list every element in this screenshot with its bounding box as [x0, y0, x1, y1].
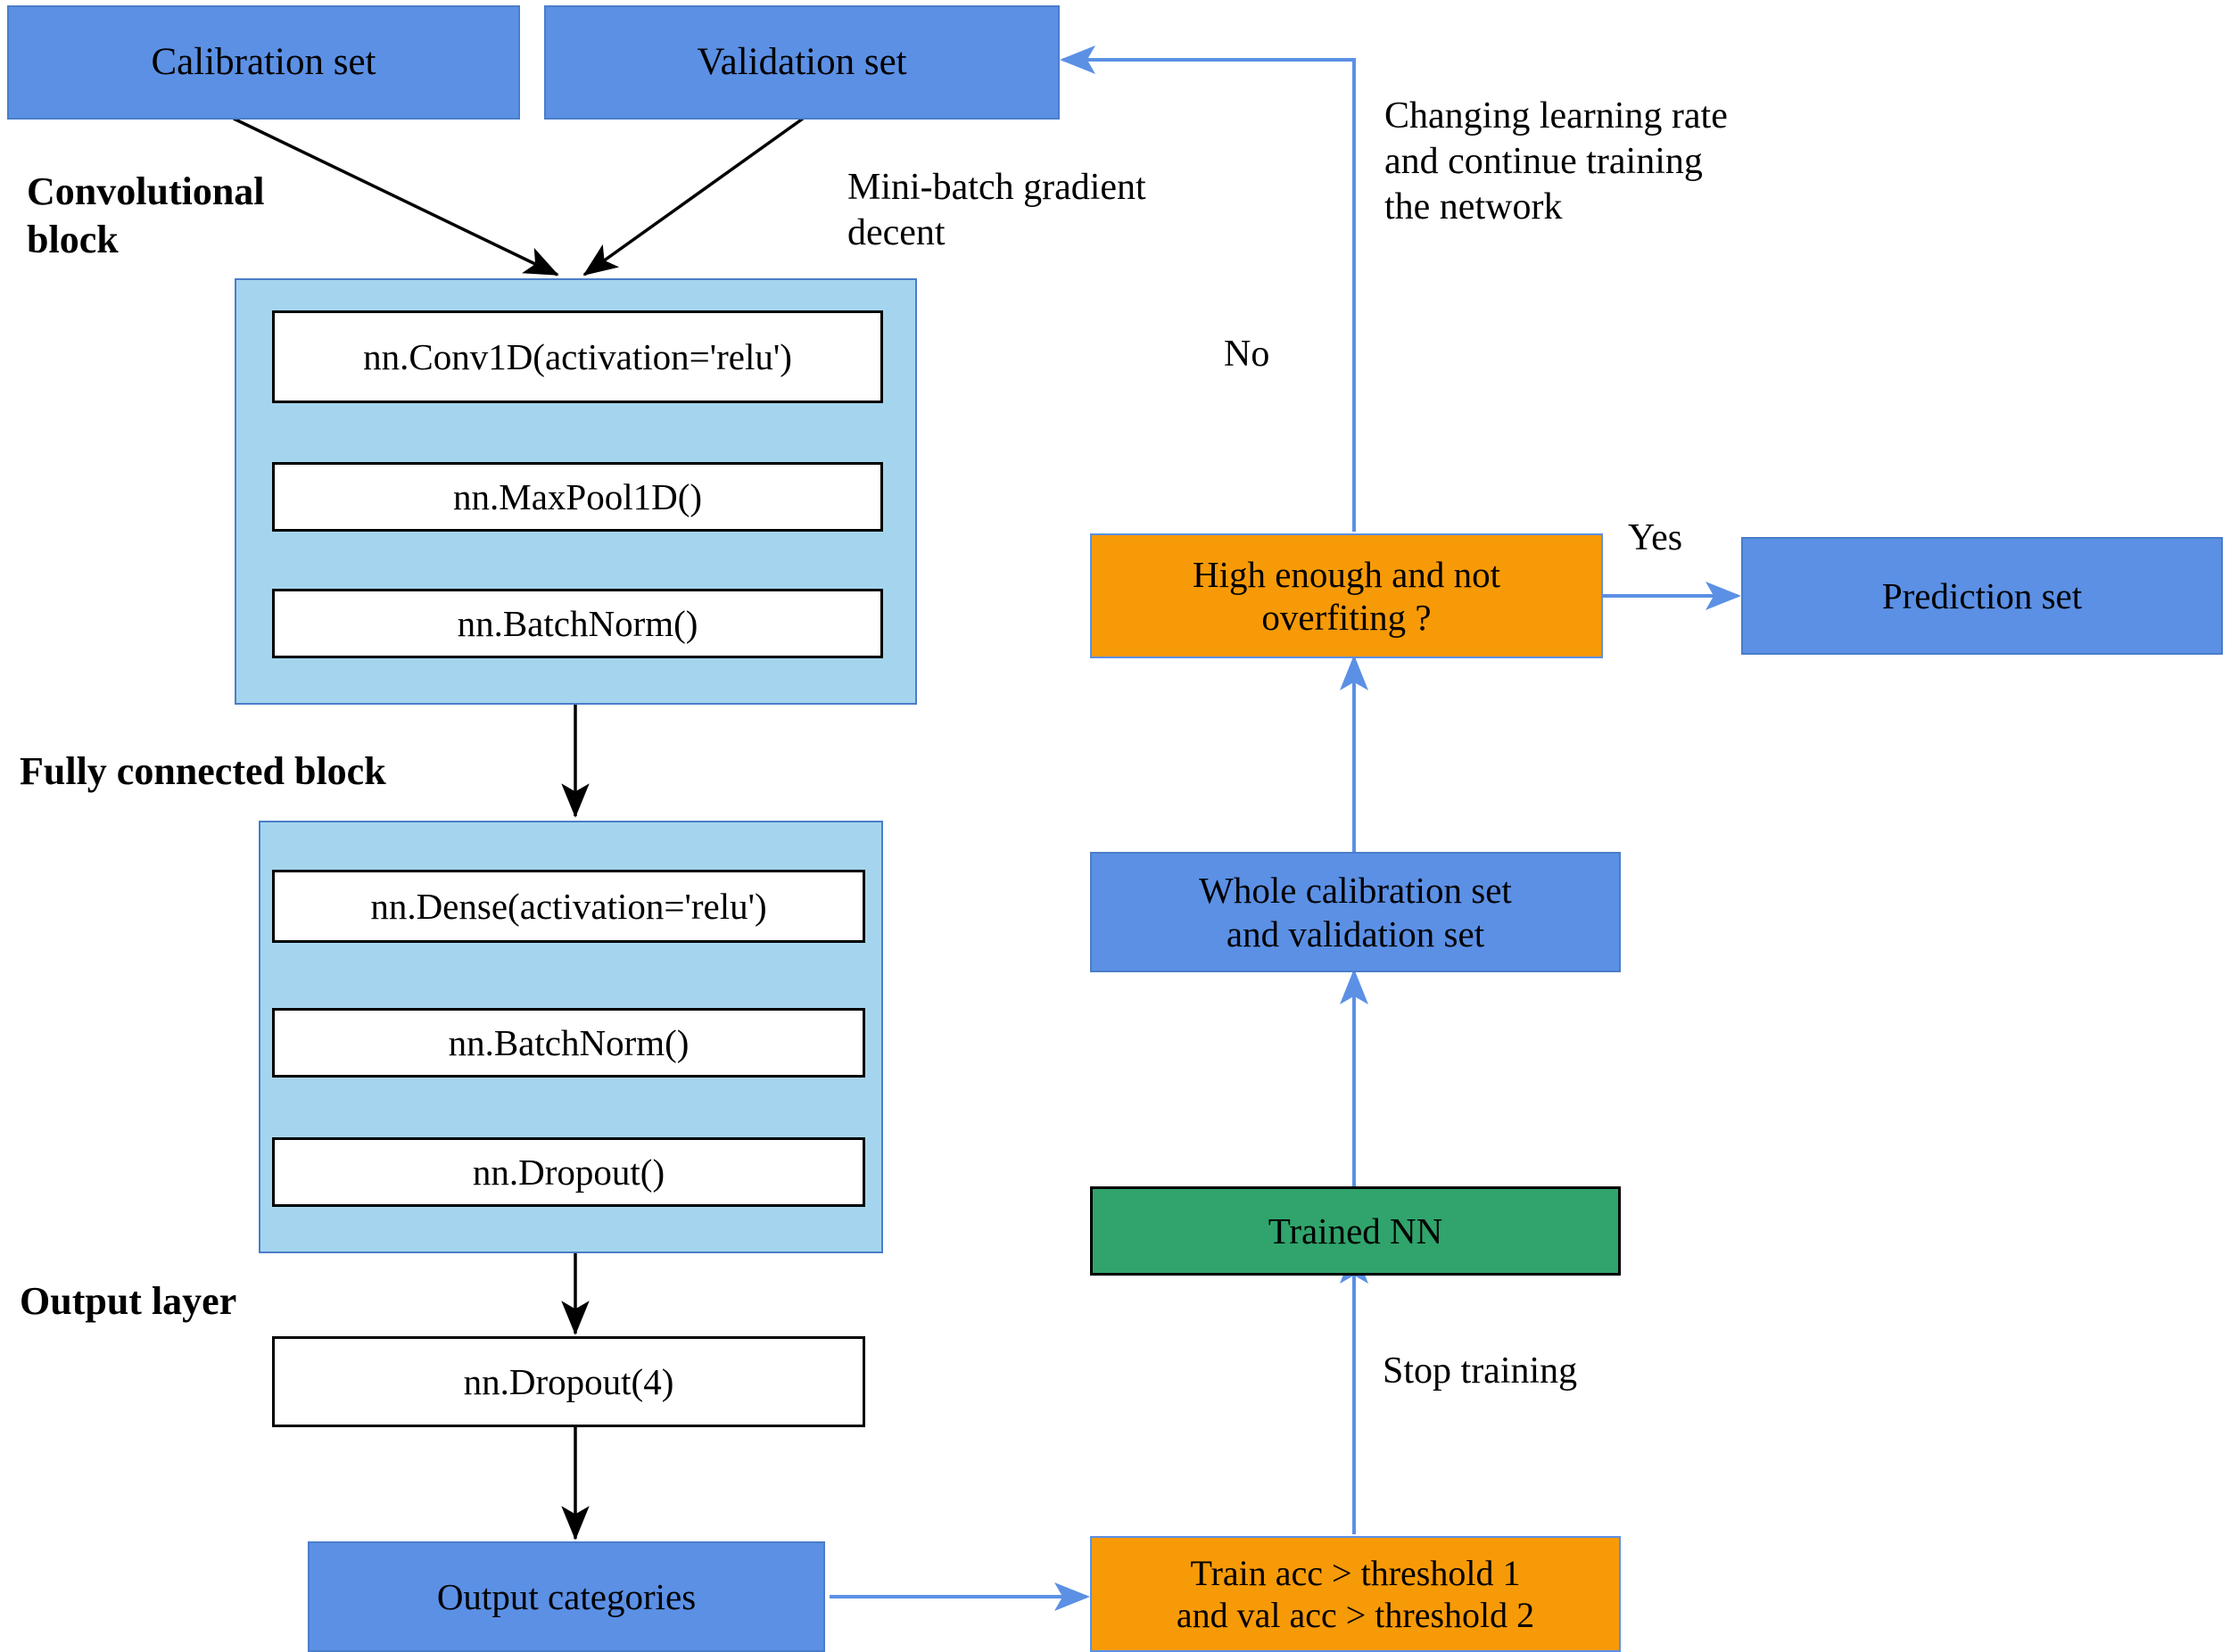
edge-validation-to-conv [582, 117, 805, 277]
label-output-layer: Output layer [20, 1279, 237, 1323]
node-dense[interactable]: nn.Dense(activation='relu') [272, 870, 865, 943]
node-calibration-set[interactable]: Calibration set [7, 5, 520, 120]
node-dropout4[interactable]: nn.Dropout(4) [272, 1336, 865, 1427]
label-changing-learning-rate: Changing learning rate and continue trai… [1384, 95, 1728, 228]
label-stop-training: Stop training [1383, 1351, 1578, 1392]
node-validation-set[interactable]: Validation set [544, 5, 1060, 120]
node-batchnorm-conv[interactable]: nn.BatchNorm() [272, 589, 883, 658]
node-output-categories[interactable]: Output categories [308, 1541, 825, 1652]
label-convolutional-block: Convolutional block [27, 169, 265, 261]
node-prediction-set[interactable]: Prediction set [1741, 537, 2223, 655]
node-batchnorm-fc[interactable]: nn.BatchNorm() [272, 1008, 865, 1078]
node-trained-nn[interactable]: Trained NN [1090, 1186, 1621, 1276]
label-no: No [1224, 334, 1270, 375]
node-whole-sets[interactable]: Whole calibration set and validation set [1090, 852, 1621, 972]
node-maxpool1d[interactable]: nn.MaxPool1D() [272, 462, 883, 532]
node-train-threshold[interactable]: Train acc > threshold 1 and val acc > th… [1090, 1536, 1621, 1652]
node-conv1d[interactable]: nn.Conv1D(activation='relu') [272, 310, 883, 403]
edge-calibration-to-conv [233, 117, 559, 277]
node-dropout-fc[interactable]: nn.Dropout() [272, 1137, 865, 1207]
edge-highenough-no-loopback [1060, 45, 1356, 532]
node-high-enough[interactable]: High enough and not overfiting ? [1090, 533, 1603, 658]
label-yes: Yes [1628, 517, 1683, 558]
label-mini-batch-gradient-decent: Mini-batch gradient decent [847, 167, 1146, 254]
label-fully-connected-block: Fully connected block [20, 749, 386, 793]
